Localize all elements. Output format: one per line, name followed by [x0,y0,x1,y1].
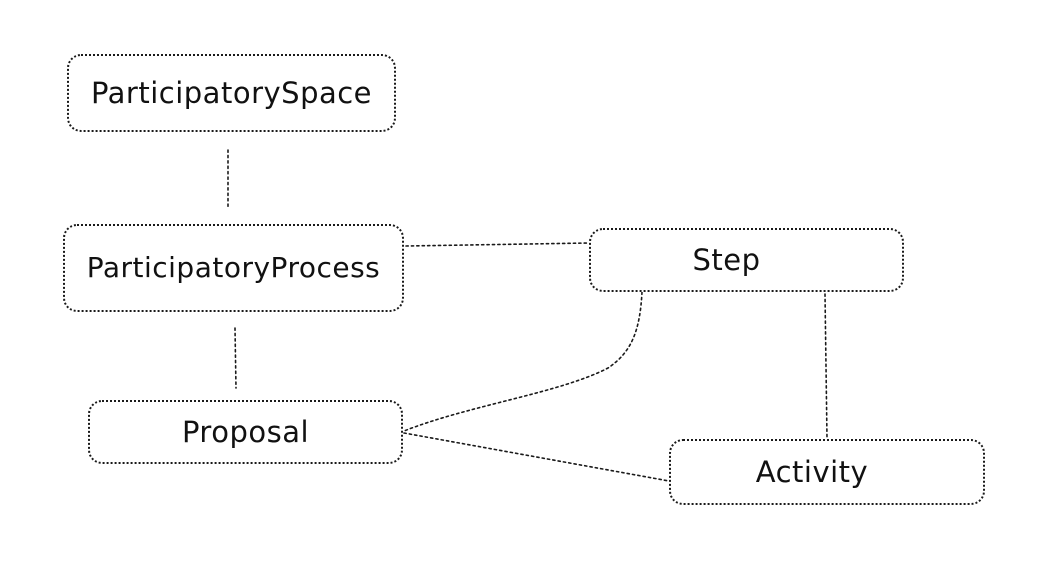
node-label: Proposal [181,414,310,449]
node-participatory-process[interactable]: ParticipatoryProcess [63,224,404,312]
edge-proposal-activity [403,432,670,482]
node-label: Activity [755,454,869,489]
edge-step-proposal [403,291,643,432]
edge-process-step [405,242,590,247]
edge-step-activity [824,293,828,439]
node-label: ParticipatorySpace [90,75,373,110]
node-activity[interactable]: Activity [669,439,985,505]
node-label: ParticipatoryProcess [86,251,381,284]
node-step[interactable]: Step [589,228,904,292]
node-label: Step [692,242,761,277]
node-proposal[interactable]: Proposal [88,400,403,464]
edge-process-proposal [234,327,237,389]
node-participatory-space[interactable]: ParticipatorySpace [67,54,396,132]
